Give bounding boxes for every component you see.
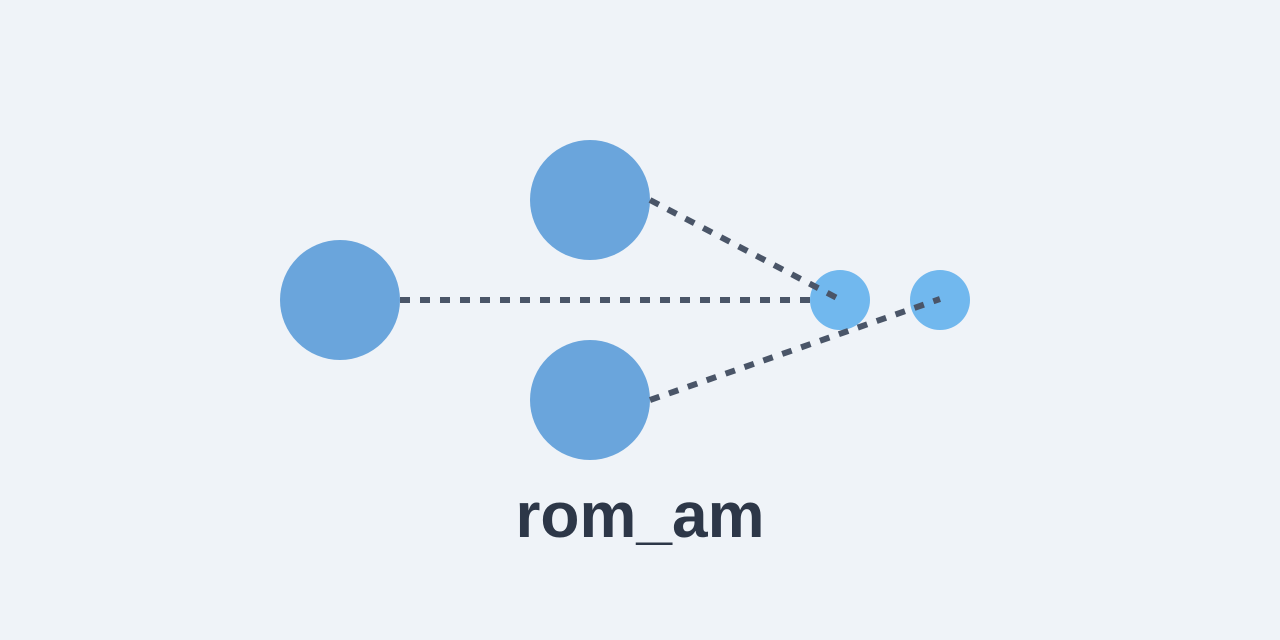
node-bottom: [530, 340, 650, 460]
edge-bottom-to-small-2: [649, 296, 941, 403]
node-top: [530, 140, 650, 260]
diagram-title: rom_am: [515, 479, 765, 551]
node-left: [280, 240, 400, 360]
node-small-1: [810, 270, 870, 330]
edge-top-to-small-1: [648, 197, 839, 301]
